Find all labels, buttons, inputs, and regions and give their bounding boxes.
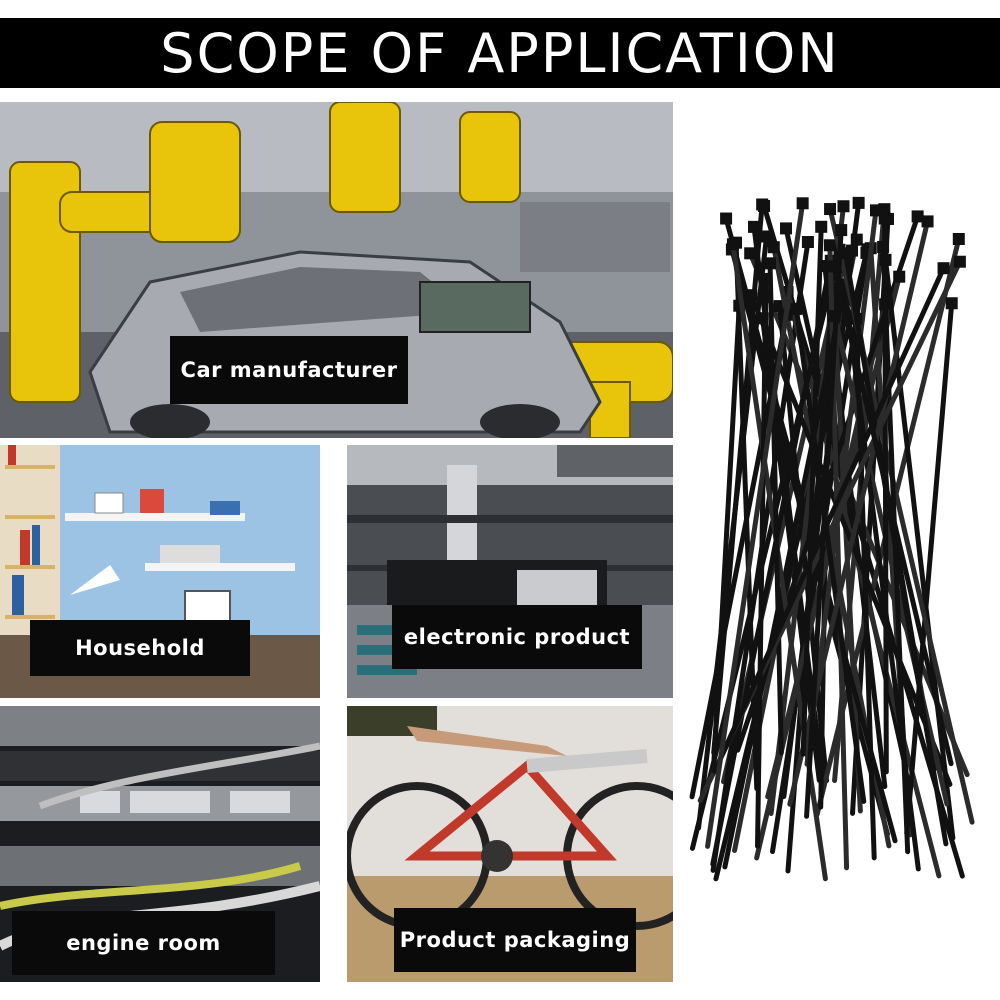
cable-tie — [713, 250, 869, 882]
electronic-product-label: electronic product — [392, 605, 642, 669]
cable-tie — [853, 316, 877, 861]
cable-tie-head — [720, 212, 733, 225]
electronic-product-image: electronic product — [347, 445, 673, 698]
cable-tie — [904, 300, 955, 836]
cable-tie-head — [748, 220, 761, 233]
engine-room-image: engine room — [0, 706, 320, 982]
cable-tie-head — [801, 236, 814, 249]
cable-tie — [712, 265, 947, 774]
cable-tie-head — [835, 224, 848, 237]
cable-tie-head — [759, 272, 772, 285]
cable-tie-head — [937, 262, 950, 275]
cable-tie-head — [893, 270, 906, 283]
cable-tie-head — [953, 255, 966, 268]
product-packaging-label: Product packaging — [394, 908, 636, 972]
page-title: SCOPE OF APPLICATION — [160, 21, 840, 85]
cable-tie-head — [790, 302, 803, 315]
cable-tie — [804, 227, 844, 819]
cable-tie — [793, 306, 867, 804]
cable-tie — [831, 263, 954, 767]
cable-tie-head — [878, 212, 891, 225]
cable-tie-head — [764, 257, 777, 270]
cable-tie-head — [780, 222, 793, 235]
cable-tie — [711, 303, 742, 762]
cable-tie-head — [815, 220, 828, 233]
cable-tie-head — [726, 238, 739, 251]
product-packaging-image: Product packaging — [347, 706, 673, 982]
engine-room-label: engine room — [12, 911, 275, 975]
title-banner: SCOPE OF APPLICATION — [0, 18, 1000, 88]
cable-tie — [843, 250, 949, 847]
household-label: Household — [30, 620, 250, 676]
cable-tie-head — [921, 215, 934, 228]
cable-tie — [705, 200, 806, 849]
cable-tie-head — [744, 247, 757, 260]
cable-tie — [832, 313, 950, 807]
cable-tie — [765, 274, 902, 800]
cable-tie — [800, 224, 824, 757]
cable-tie-head — [846, 244, 859, 257]
cable-tie-head — [952, 232, 965, 245]
cable-tie-head — [767, 241, 780, 254]
cable-tie-head — [823, 239, 836, 252]
cable-tie-head — [760, 230, 773, 243]
cable-ties-bundle-icon — [680, 190, 1000, 890]
cable-tie-head — [839, 247, 852, 260]
cable-tie — [722, 248, 855, 870]
car-manufacturer-label: Car manufacturer — [170, 336, 408, 404]
cable-tie-head — [756, 198, 769, 211]
cable-tie-head — [911, 210, 924, 223]
cable-tie — [767, 260, 784, 756]
cable-tie-head — [828, 260, 841, 273]
cable-tie-head — [796, 197, 809, 210]
cable-tie — [755, 276, 769, 849]
cable-tie-head — [824, 203, 837, 216]
household-image: Household — [0, 445, 320, 698]
cable-tie-head — [837, 200, 850, 213]
cable-tie — [696, 233, 770, 831]
cable-tie-head — [852, 196, 865, 209]
car-manufacturer-image: Car manufacturer — [0, 102, 673, 438]
cable-tie-head — [945, 297, 958, 310]
